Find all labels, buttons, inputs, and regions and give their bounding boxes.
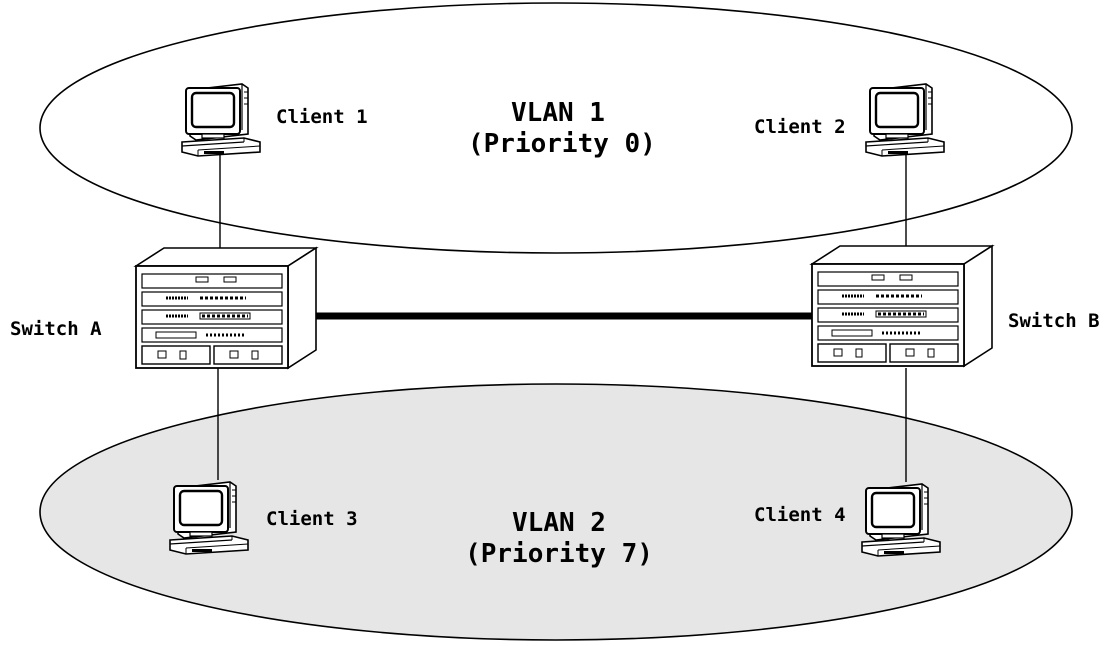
switch-a-icon bbox=[134, 246, 318, 370]
vlan-2-priority: (Priority 7) bbox=[465, 539, 653, 570]
client-4-icon bbox=[860, 482, 942, 558]
vlan-1-label: VLAN 1 (Priority 0) bbox=[468, 98, 656, 160]
client-1-icon bbox=[180, 82, 262, 158]
switch-b-icon bbox=[810, 244, 994, 368]
vlan-1-ellipse bbox=[39, 2, 1073, 254]
vlan-2-title: VLAN 2 bbox=[512, 508, 606, 538]
client-1-label: Client 1 bbox=[276, 106, 368, 128]
vlan-1-title: VLAN 1 bbox=[511, 98, 605, 128]
client-3-icon bbox=[168, 480, 250, 556]
vlan-2-label: VLAN 2 (Priority 7) bbox=[454, 508, 664, 570]
vlan-2-ellipse bbox=[39, 383, 1073, 641]
vlan-1-priority: (Priority 0) bbox=[468, 129, 656, 160]
switch-a-label: Switch A bbox=[10, 318, 102, 340]
client-3-label: Client 3 bbox=[266, 508, 358, 530]
client-2-icon bbox=[864, 82, 946, 158]
client-2-label: Client 2 bbox=[754, 116, 846, 138]
switch-b-label: Switch B bbox=[1008, 310, 1100, 332]
client-4-label: Client 4 bbox=[754, 504, 846, 526]
